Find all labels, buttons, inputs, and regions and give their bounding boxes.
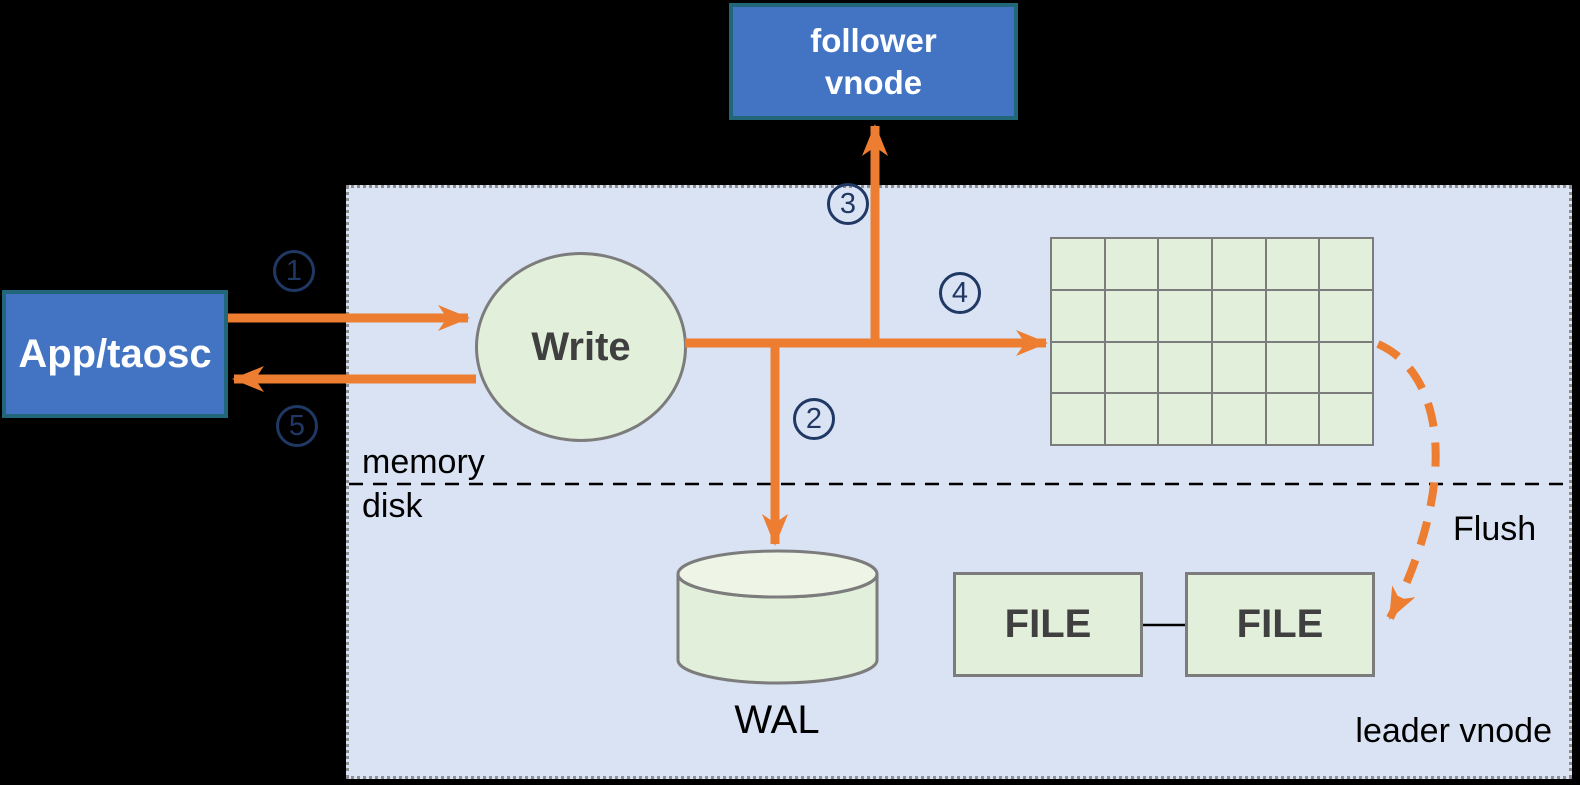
grid-cell (1266, 394, 1319, 444)
wal-cylinder-icon (676, 549, 879, 685)
grid-cell (1105, 342, 1158, 393)
grid-cell (1266, 342, 1319, 393)
leader-vnode-label: leader vnode (1355, 712, 1552, 750)
grid-cell (1266, 290, 1319, 341)
grid-cell (1159, 342, 1211, 393)
grid-cell (1159, 239, 1211, 289)
grid-cell (1320, 290, 1372, 341)
grid-cell (1052, 239, 1104, 289)
step-1-badge: 1 (273, 250, 315, 292)
grid-cell (1213, 342, 1265, 393)
disk-label: disk (362, 487, 423, 525)
grid-cell (1213, 239, 1265, 289)
grid-cell (1320, 342, 1372, 393)
grid-cell (1105, 394, 1158, 444)
step-5-badge: 5 (276, 405, 318, 447)
file-node-left: FILE (953, 572, 1143, 677)
follower-vnode-node: follower vnode (729, 3, 1018, 120)
grid-cell (1159, 290, 1211, 341)
grid-cell (1159, 394, 1211, 444)
wal-label: WAL (734, 698, 820, 742)
file-right-label: FILE (1236, 602, 1324, 646)
grid-cell (1105, 290, 1158, 341)
app-taosc-node: App/taosc (2, 290, 228, 418)
step-3-badge: 3 (827, 183, 869, 225)
file-node-right: FILE (1185, 572, 1375, 677)
flush-label: Flush (1453, 510, 1537, 548)
memory-label: memory (362, 443, 485, 481)
grid-cell (1320, 394, 1372, 444)
follower-vnode-label-line2: vnode (824, 63, 923, 101)
wal-cylinder-top (676, 549, 879, 599)
write-label: Write (531, 324, 631, 369)
file-left-label: FILE (1004, 602, 1092, 646)
grid-cell (1320, 239, 1372, 289)
write-node: Write (475, 252, 687, 442)
grid-cell (1266, 239, 1319, 289)
grid-cell (1213, 394, 1265, 444)
grid-cell (1052, 290, 1104, 341)
step-4-badge: 4 (939, 272, 981, 314)
grid-cell (1105, 239, 1158, 289)
grid-cell (1052, 394, 1104, 444)
app-taosc-label: App/taosc (18, 331, 212, 376)
memtable-grid (1050, 237, 1374, 446)
grid-cell (1213, 290, 1265, 341)
grid-cell (1052, 342, 1104, 393)
step-2-badge: 2 (793, 398, 835, 440)
follower-vnode-label-line1: follower (810, 21, 937, 59)
